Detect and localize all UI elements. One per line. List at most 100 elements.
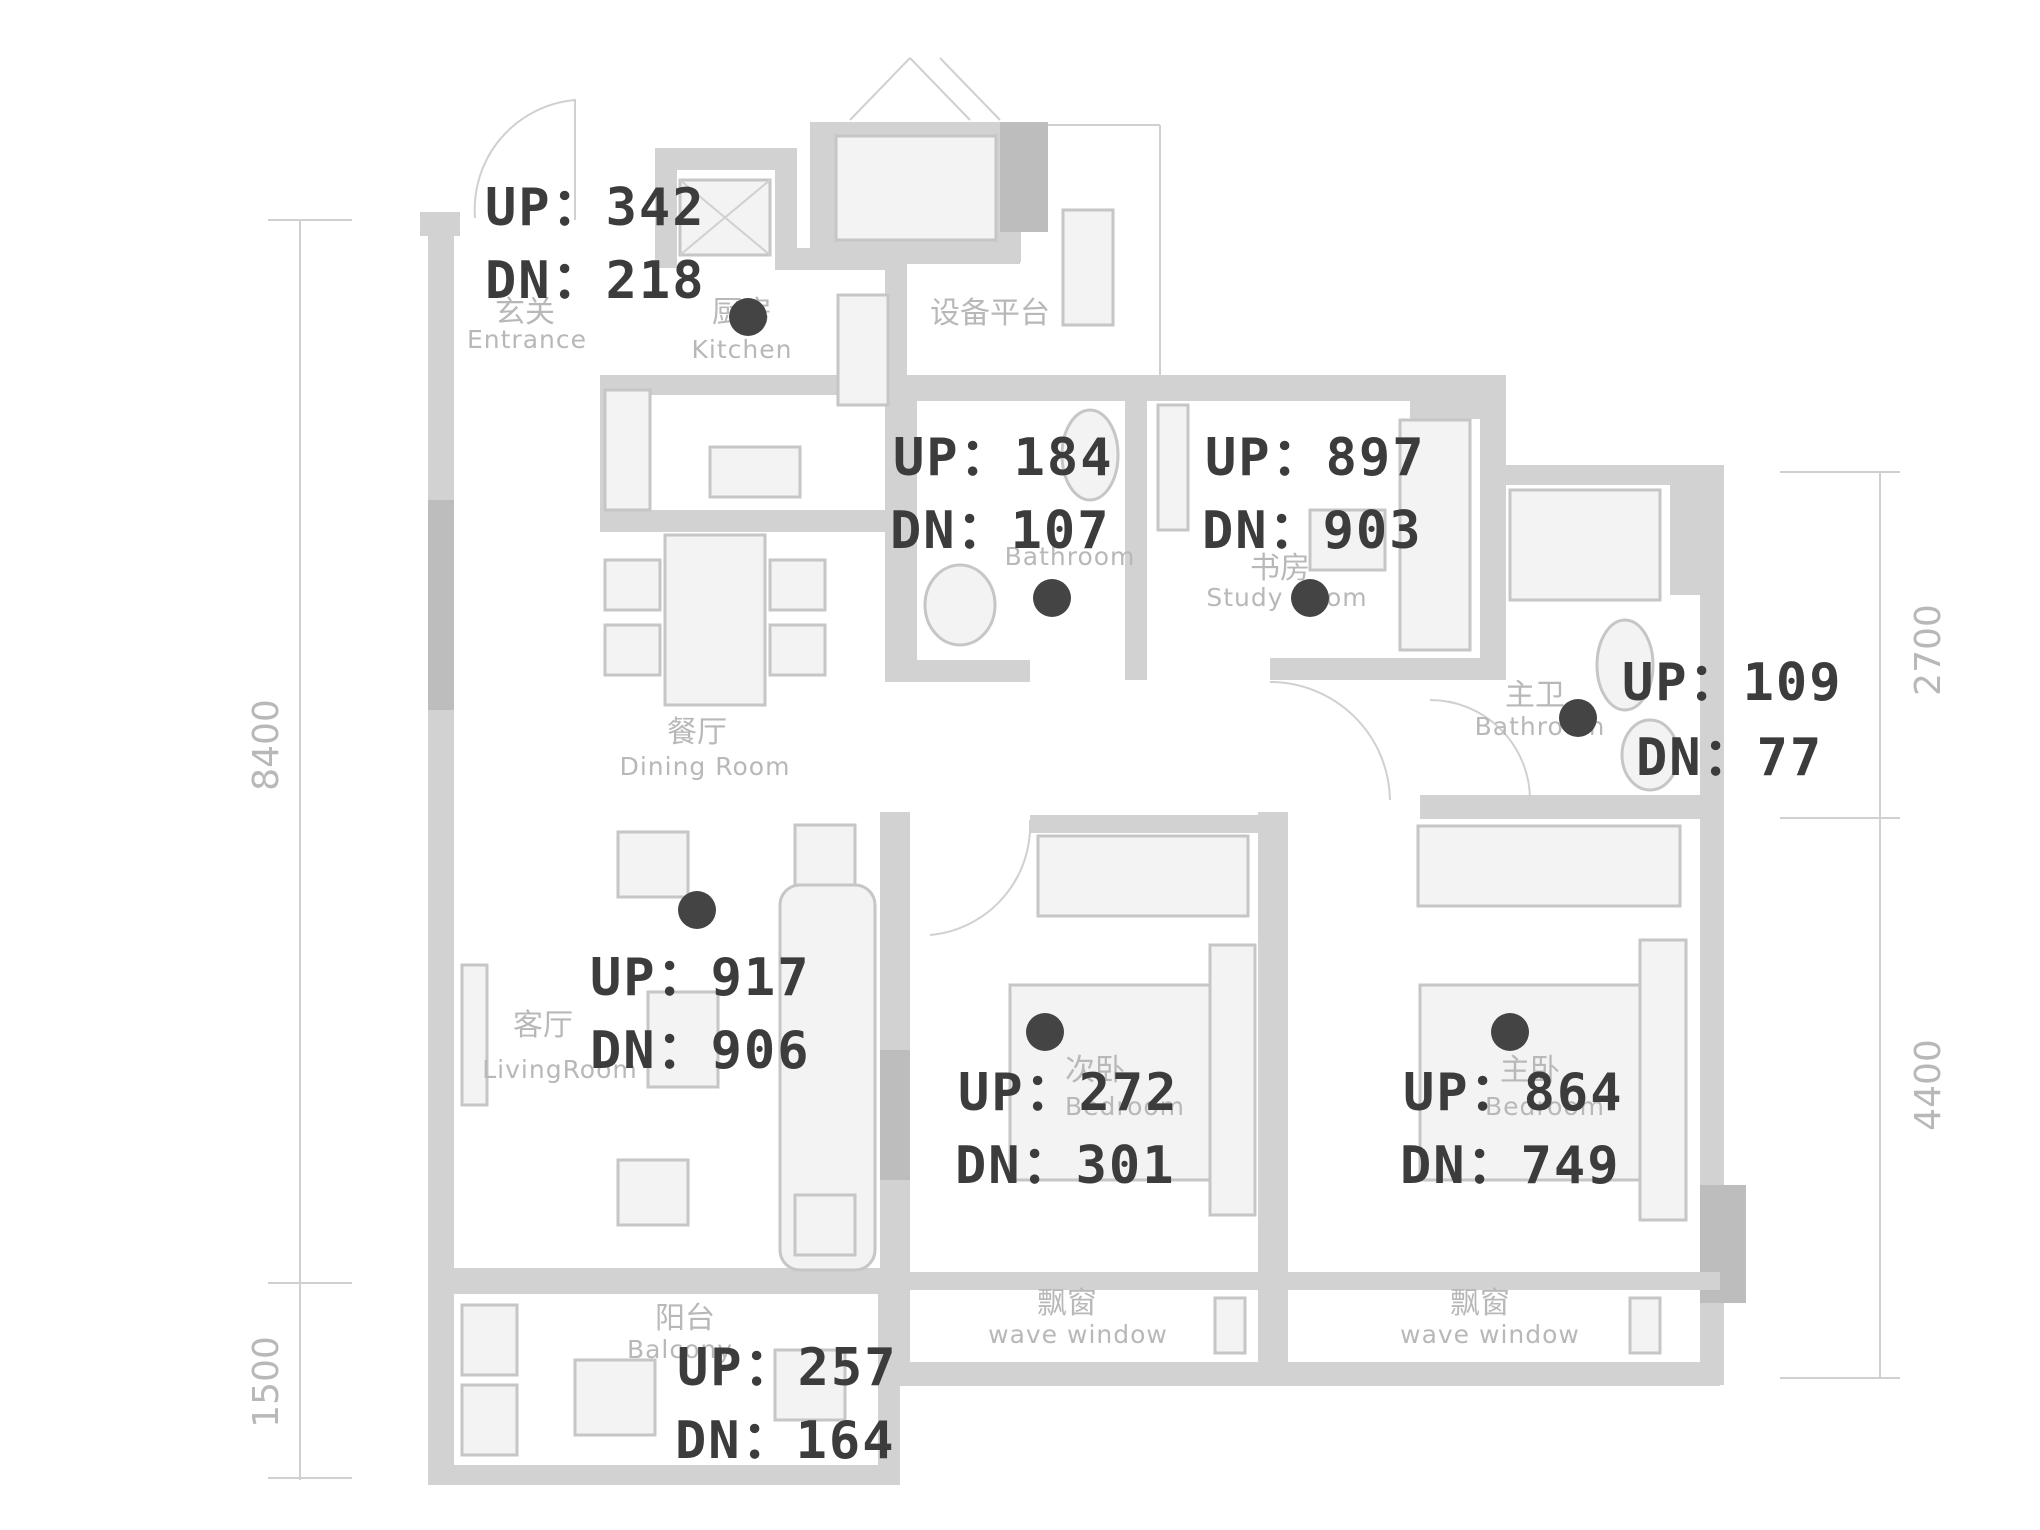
armchair xyxy=(616,1158,690,1227)
sensor-up-study: UP：897 xyxy=(1205,428,1426,488)
doors xyxy=(473,57,1531,936)
dining-chair xyxy=(768,623,827,677)
dim-right-top: 2700 xyxy=(1908,604,1949,696)
balcony-chair xyxy=(773,1348,847,1422)
shower xyxy=(1508,488,1662,602)
cushion xyxy=(1628,1296,1662,1355)
wall-column xyxy=(1000,122,1048,232)
sensor-dn-master-bath: DN：77 xyxy=(1636,728,1823,788)
wall-bath-top xyxy=(885,375,1125,401)
dining-chair xyxy=(603,558,662,612)
sensor-dn-study: DN：903 xyxy=(1202,501,1423,561)
room-en-living: LivingRoom xyxy=(482,1055,638,1084)
side-table xyxy=(793,823,857,887)
sensor-readings: UP：342 DN：218 UP：184 DN：107 UP：897 DN：90… xyxy=(485,178,1843,1471)
room-cn-bedroom2: 次卧 xyxy=(1065,1053,1125,1088)
cushion xyxy=(1213,1296,1247,1355)
wall xyxy=(775,148,797,268)
sensor-dot-living[interactable] xyxy=(678,891,716,929)
wall-study-right xyxy=(1480,375,1506,675)
wall-kitchen-top xyxy=(655,148,795,170)
wall-balcony-right xyxy=(878,1290,900,1485)
room-en-dining: Dining Room xyxy=(620,752,791,781)
dim-left-total: 8400 xyxy=(246,699,287,791)
dining-chair xyxy=(768,558,827,612)
study-chair xyxy=(1308,508,1387,572)
armchair xyxy=(616,830,690,899)
dim-left-bottom: 1500 xyxy=(246,1336,287,1428)
wall-bath-left xyxy=(885,375,917,680)
door-platform xyxy=(849,57,1001,121)
door-study xyxy=(1269,681,1391,801)
wall-bay-inner xyxy=(880,1272,1720,1290)
line xyxy=(679,179,771,256)
wall-balcony-top xyxy=(428,1268,888,1294)
sensor-dn-master-bed: DN：749 xyxy=(1400,1136,1621,1196)
room-cn-bay1: 飘窗 xyxy=(1037,1286,1097,1321)
sensor-dn-bathroom: DN：107 xyxy=(890,501,1111,561)
sensor-dot-study[interactable] xyxy=(1291,579,1329,617)
toilet xyxy=(1595,618,1655,712)
bed-head xyxy=(1638,938,1688,1222)
door-entrance xyxy=(473,98,576,220)
coffee-table xyxy=(646,990,720,1089)
room-cn-living: 客厅 xyxy=(513,1008,573,1043)
sensor-dot-bedroom2[interactable] xyxy=(1026,1013,1064,1051)
wall xyxy=(655,148,677,268)
wall xyxy=(810,122,836,262)
room-cn-equipment: 设备平台 xyxy=(930,296,1050,331)
dryer xyxy=(460,1383,519,1457)
dim-right-bottom: 4400 xyxy=(1908,1039,1949,1131)
wall-balcony-bottom xyxy=(428,1465,898,1485)
toilet xyxy=(1060,408,1120,502)
sensor-up-balcony: UP：257 xyxy=(677,1338,898,1398)
sensor-dn-bedroom2: DN：301 xyxy=(955,1136,1176,1196)
wall-bath-bottom xyxy=(885,660,1030,682)
wall xyxy=(1670,485,1700,595)
room-en-bay1: wave window xyxy=(988,1320,1168,1349)
room-cn-entrance: 玄关 xyxy=(495,295,555,330)
sensor-up-bedroom2: UP：272 xyxy=(958,1063,1179,1123)
room-cn-bay2: 飘窗 xyxy=(1450,1286,1510,1321)
wall-kitchen-bottom xyxy=(600,510,900,532)
sensor-dot-kitchen[interactable] xyxy=(729,298,767,336)
kitchen-stove xyxy=(708,445,802,499)
sensor-dn-balcony: DN：164 xyxy=(675,1411,896,1471)
balcony-chair xyxy=(573,1358,657,1437)
wall xyxy=(600,375,900,395)
room-en-kitchen: Kitchen xyxy=(692,335,793,364)
room-en-bathroom: Bathroom xyxy=(1005,542,1136,571)
room-cn-master-bath: 主卫 xyxy=(1505,678,1565,713)
study-desk xyxy=(1398,418,1472,652)
sensor-dot-bathroom[interactable] xyxy=(1033,579,1071,617)
wall-bedrooms-divider xyxy=(1258,812,1288,1382)
room-cn-dining: 餐厅 xyxy=(667,715,727,750)
sensor-up-master-bed: UP：864 xyxy=(1403,1063,1624,1123)
bed-head xyxy=(1208,943,1257,1217)
sensor-up-living: UP：917 xyxy=(590,948,811,1008)
dining-chair xyxy=(603,623,662,677)
room-en-study: Study Room xyxy=(1206,583,1367,612)
sensor-up-master-bath: UP：109 xyxy=(1622,653,1843,713)
sensor-up-kitchen: UP：342 xyxy=(485,178,706,238)
wall-mbath-top xyxy=(1506,465,1716,485)
sensor-dot-master-bath[interactable] xyxy=(1559,699,1597,737)
wardrobe xyxy=(1036,834,1250,918)
wall-study-bottom xyxy=(1270,658,1506,680)
wall-window xyxy=(880,1050,910,1180)
door-mbath xyxy=(1429,699,1531,801)
room-en-entrance: Entrance xyxy=(467,325,587,354)
sensor-dn-living: DN：906 xyxy=(590,1021,811,1081)
bed xyxy=(1418,983,1677,1182)
sensor-up-bathroom: UP：184 xyxy=(893,428,1114,488)
wall xyxy=(420,212,460,236)
room-labels: 玄关 Entrance 厨房 Kitchen 设备平台 Bathroom 书房 … xyxy=(467,295,1604,1364)
wall-window xyxy=(428,500,454,710)
wall-mbath-bottom xyxy=(1420,795,1720,819)
sensor-dot-master-bed[interactable] xyxy=(1491,1013,1529,1051)
room-en-balcony: Balcony xyxy=(627,1335,733,1364)
door-bedroom2 xyxy=(929,819,1032,936)
room-cn-study: 书房 xyxy=(1250,551,1310,586)
